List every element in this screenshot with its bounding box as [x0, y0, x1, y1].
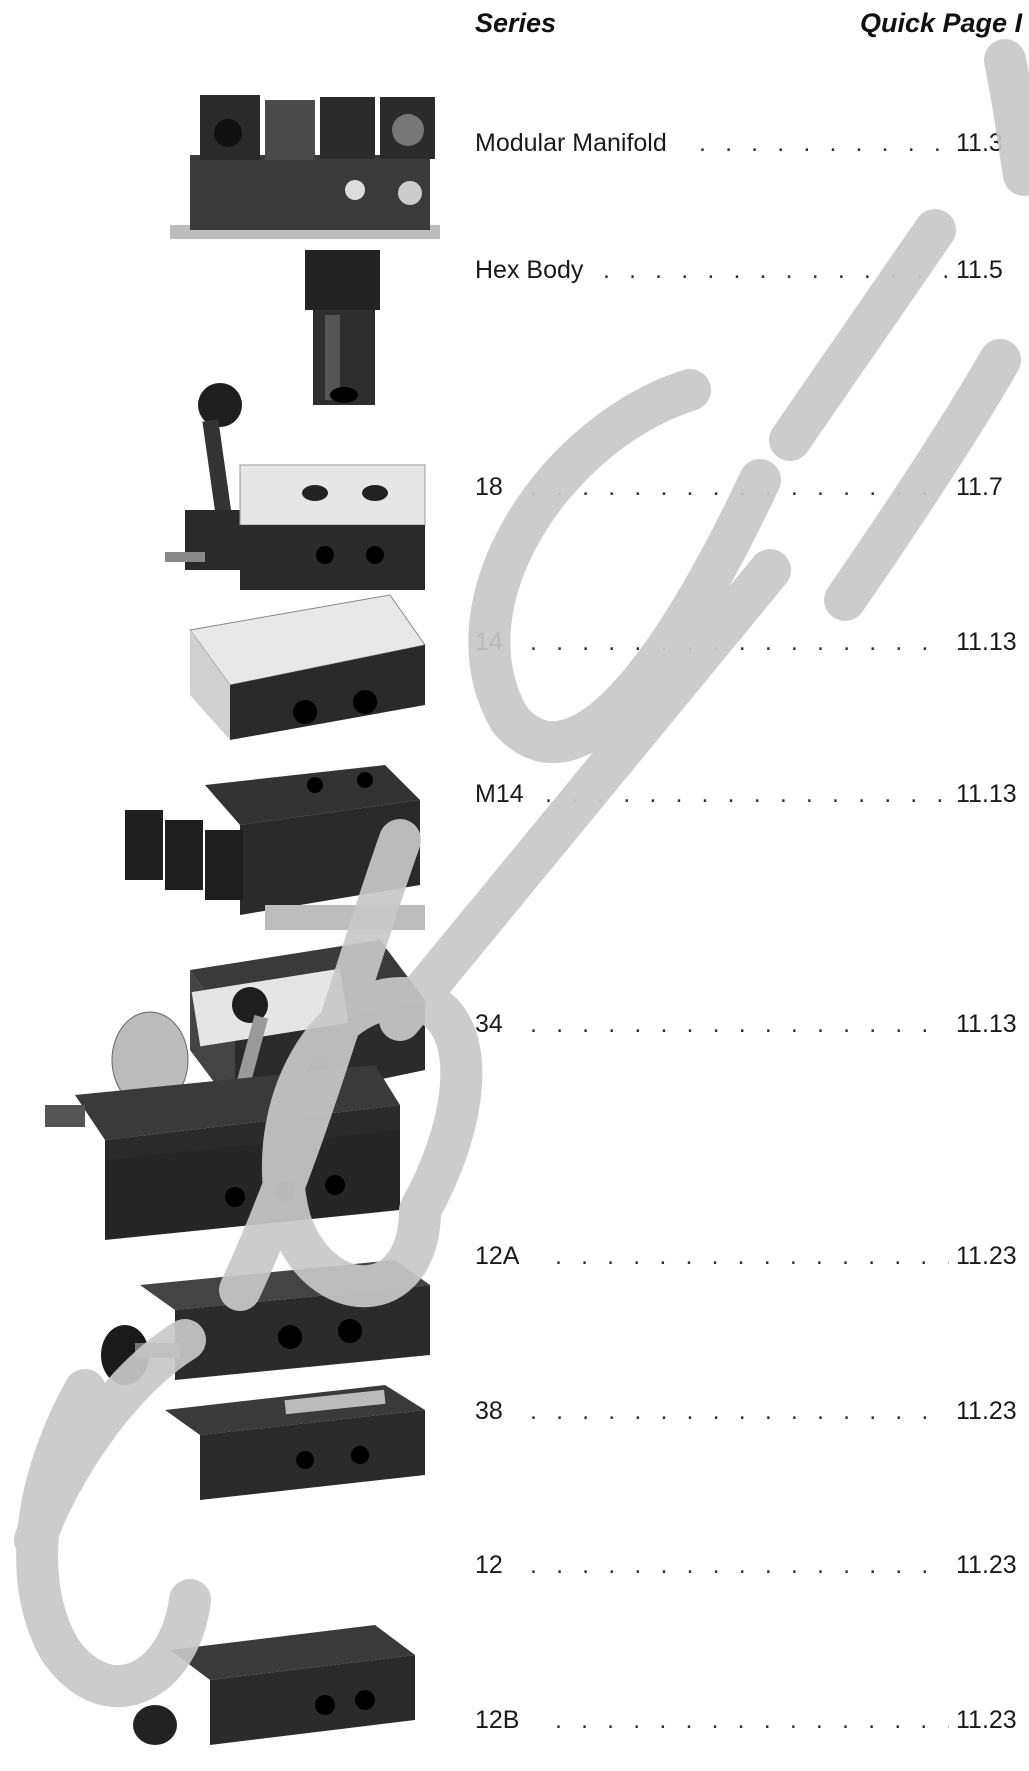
page-number: 11.7	[956, 473, 1003, 501]
series-name: 12	[475, 1551, 503, 1579]
hex-body-image	[305, 250, 380, 405]
index-row: 12B . . . . . . . . . . . . . . . . . . …	[475, 1703, 1029, 1737]
series-name: Hex Body	[475, 256, 584, 284]
series-name: 12A	[475, 1242, 520, 1270]
page-number: 11.23	[956, 1706, 1017, 1734]
page-number: 11.13	[956, 628, 1017, 656]
page-number: 11.3	[956, 129, 1003, 157]
index-row: 12A . . . . . . . . . . . . . . . . . . …	[475, 1239, 1029, 1273]
index-row: 34 . . . . . . . . . . . . . . . . . . .…	[475, 1007, 1029, 1041]
page-number: 11.13	[956, 780, 1017, 808]
index-row: 38 . . . . . . . . . . . . . . . . . . .…	[475, 1394, 1029, 1428]
series-12b-image	[133, 1625, 415, 1745]
series-18-image	[165, 383, 426, 590]
page-number: 11.23	[956, 1242, 1017, 1270]
series-name: Modular Manifold	[475, 129, 667, 157]
series-name: 12B	[475, 1706, 520, 1734]
dot-leader: . . . . . . . . . . . . . . . . . . . . …	[699, 129, 949, 157]
dot-leader: . . . . . . . . . . . . . . . . . . . . …	[555, 1242, 949, 1270]
page-number: 11.23	[956, 1551, 1017, 1579]
quick-page-header: Quick Page I	[860, 8, 1023, 38]
dot-leader: . . . . . . . . . . . . . . . . . . . . …	[530, 1551, 949, 1579]
series-name: M14	[475, 780, 524, 808]
series-name: 38	[475, 1397, 503, 1425]
series-header: Series	[475, 8, 557, 38]
dot-leader: . . . . . . . . . . . . . . . . . . . . …	[555, 1706, 949, 1734]
index-row: 12 . . . . . . . . . . . . . . . . . . .…	[475, 1548, 1029, 1582]
page-number: 11.23	[956, 1397, 1017, 1425]
page-number: 11.13	[956, 1010, 1017, 1038]
index-row: Modular Manifold . . . . . . . . . . . .…	[475, 126, 1029, 160]
modular-manifold-image	[170, 95, 440, 239]
series-name: 18	[475, 473, 503, 501]
series-14-image	[189, 594, 426, 740]
page-number: 11.5	[956, 256, 1003, 284]
series-12-image	[165, 1385, 425, 1500]
dot-leader: . . . . . . . . . . . . . . . . . . . . …	[530, 1010, 949, 1038]
dot-leader: . . . . . . . . . . . . . . . . . . . . …	[530, 1397, 949, 1425]
series-name: 34	[475, 1010, 503, 1038]
